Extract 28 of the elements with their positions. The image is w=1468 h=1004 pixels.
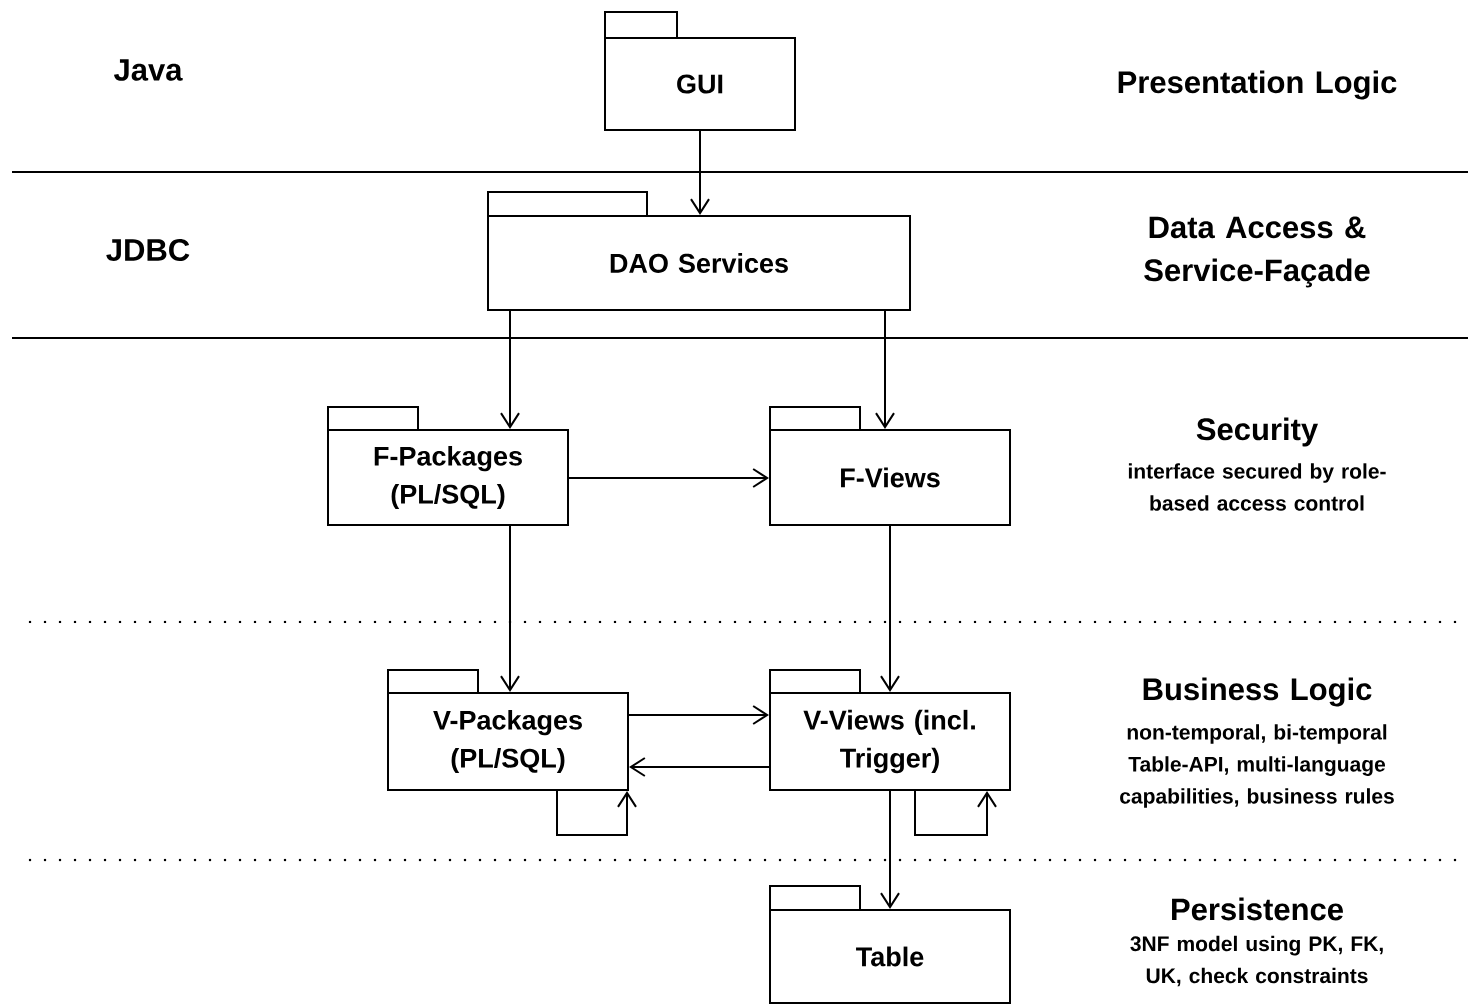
arrow [880,790,900,909]
arrow [629,757,770,777]
arrow [880,525,900,692]
package-box: DAO Services [487,191,911,311]
package-box: F-Packages (PL/SQL) [327,406,569,526]
layer-title: Persistence [1172,897,1343,921]
technology-label: Java [114,59,183,81]
arrow [556,790,637,836]
layer-description: non-temporal, bi-temporal Table-API, multi-language capabilities, business rules [1120,724,1394,808]
layer-description: 3NF model using PK, FK, UK, check constraints [1130,935,1383,987]
arrow [628,705,769,725]
arrow [500,310,520,429]
arrow [875,310,895,429]
arrow [690,130,710,215]
layer-title: Presentation Logic [1118,70,1397,100]
package-box: GUI [604,11,796,131]
package-box: Table [769,885,1011,1004]
layer-title: Business Logic [1143,677,1372,707]
layer-description: interface secured by role-based access control [1128,463,1386,511]
arrow [500,525,520,692]
package-box: V-Views (incl. Trigger) [769,669,1011,791]
arrow [568,468,769,488]
layer-title: Security [1196,417,1318,447]
arrow [914,790,997,836]
package-box: F-Views [769,406,1011,526]
package-box: V-Packages (PL/SQL) [387,669,629,791]
technology-label: JDBC [106,239,190,261]
layer-title: Data Access & Service-Façade [1144,216,1370,288]
